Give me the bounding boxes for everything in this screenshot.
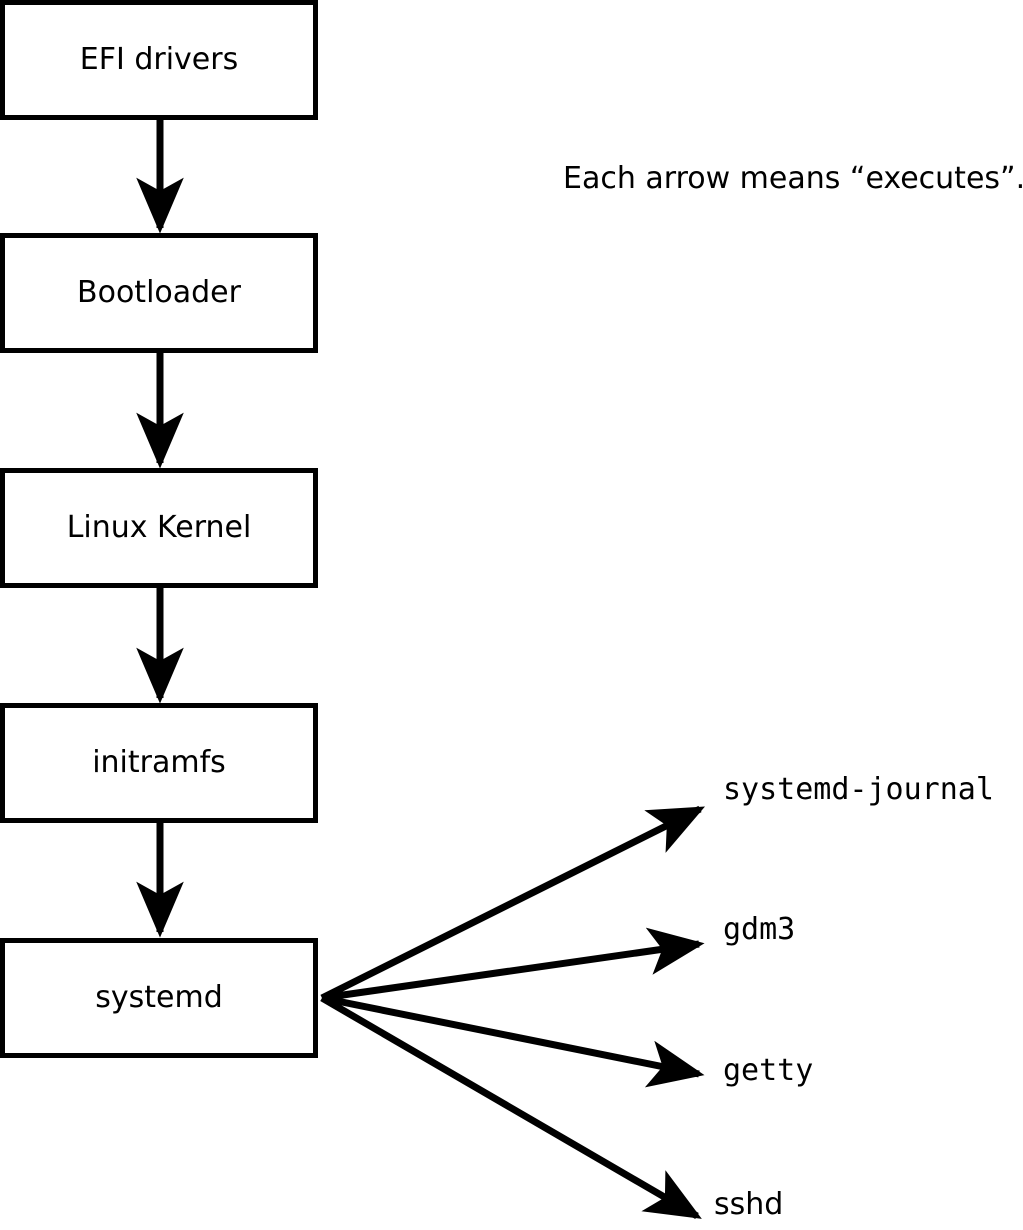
node-initramfs[interactable]: initramfs (0, 703, 318, 823)
node-bootloader-label: Bootloader (77, 275, 241, 310)
node-initramfs-label: initramfs (92, 745, 226, 780)
arrow-systemd-to-systemd-journal (320, 805, 706, 1002)
arrow-systemd-to-getty (321, 994, 705, 1088)
arrow-systemd-to-gdm3 (321, 927, 705, 1002)
node-bootloader[interactable]: Bootloader (0, 233, 318, 353)
diagram-caption: Each arrow means “executes”. (563, 161, 1023, 196)
node-linux-kernel[interactable]: Linux Kernel (0, 468, 318, 588)
leaf-label-getty[interactable]: getty (723, 1053, 814, 1088)
arrow-systemd-to-sshd (320, 994, 702, 1220)
node-linux-kernel-label: Linux Kernel (66, 510, 252, 545)
node-systemd[interactable]: systemd (0, 938, 318, 1058)
leaf-label-sshd[interactable]: sshd (714, 1187, 784, 1222)
node-systemd-label: systemd (95, 980, 223, 1015)
leaf-label-gdm3[interactable]: gdm3 (723, 912, 796, 947)
node-efi-drivers-label: EFI drivers (79, 42, 239, 77)
leaf-label-systemd-journal[interactable]: systemd-journal (723, 772, 994, 807)
node-efi-drivers[interactable]: EFI drivers (0, 0, 318, 120)
